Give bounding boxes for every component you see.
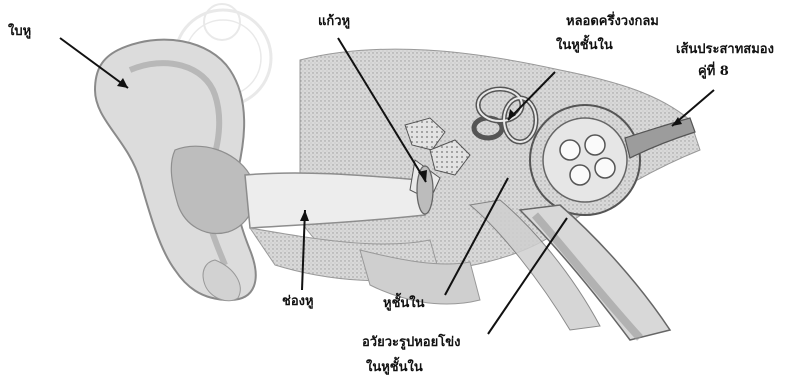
- label-cochlea-2: ในหูชั้นใน: [366, 360, 423, 376]
- cochlea: [530, 105, 640, 215]
- label-auditory-nerve-2: คู่ที่ 8: [698, 64, 729, 80]
- label-inner-ear: หูชั้นใน: [383, 296, 425, 312]
- label-semicircular-canals-1: หลอดครึ่งวงกลม: [566, 14, 659, 30]
- label-eardrum: แก้วหู: [318, 14, 350, 30]
- label-ear-canal: ช่องหู: [282, 294, 314, 310]
- label-pinna: ใบหู: [8, 24, 31, 40]
- label-cochlea-1: อวัยวะรูปหอยโข่ง: [362, 335, 460, 351]
- label-auditory-nerve-1: เส้นประสาทสมอง: [676, 42, 774, 58]
- label-semicircular-canals-2: ในหูชั้นใน: [556, 38, 613, 54]
